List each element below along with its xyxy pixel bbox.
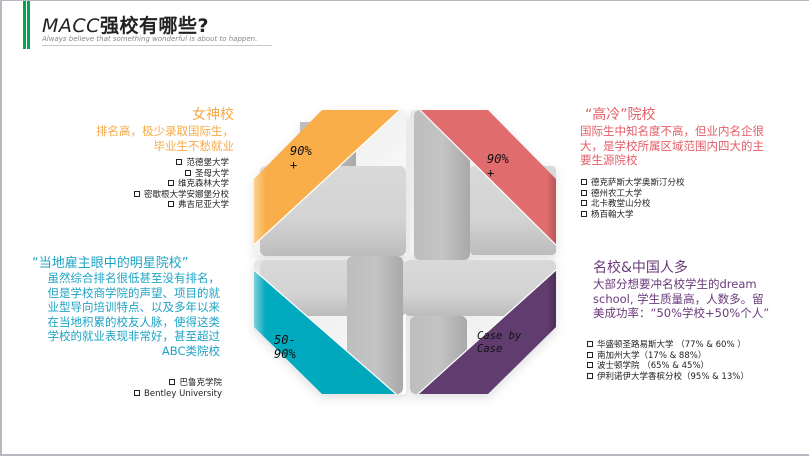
desc-line: 排名高，极少录取国际生， <box>96 124 234 138</box>
desc-line: 国际生中知名度不高，但业内名企很 <box>580 124 764 138</box>
br-heading: 名校&中国人多 <box>593 260 688 276</box>
desc-line: 大部分想要冲名校学生的dream <box>593 277 757 291</box>
school-name: 南加州大学（17% & 88%） <box>597 350 707 361</box>
desc-line: ABC类院校 <box>161 343 220 358</box>
list-item: 德克萨斯大学奥斯汀分校 <box>581 178 781 189</box>
subtitle-divider <box>42 45 272 46</box>
rate-value-line2: Case <box>477 343 503 355</box>
tl-description: 排名高，极少录取国际生， 毕业生不愁就业 <box>62 124 234 153</box>
bl-description: 虽然综合排名很低甚至没有排名， 但是学校商学院的声望、项目的就 业型导向培训特点… <box>22 271 221 358</box>
checkbox-icon <box>581 179 587 185</box>
rate-value: 50- <box>274 333 296 347</box>
list-item: 北卡教堂山分校 <box>581 199 781 210</box>
tl-school-list: 范德堡大学 圣母大学 维克森林大学 密歇根大学安娜堡分校 弗吉尼亚大学 <box>62 158 229 211</box>
list-item: 南加州大学（17% & 88%） <box>587 351 797 362</box>
list-item: 维克森林大学 <box>62 179 229 190</box>
checkbox-icon <box>581 189 587 196</box>
bl-vertical-ribbon <box>347 256 403 394</box>
checkbox-icon <box>133 190 140 197</box>
checkbox-icon <box>169 379 176 385</box>
desc-line: 虽然综合排名很低甚至没有排名， <box>47 271 221 285</box>
tl-heading: 女神校 <box>192 107 234 123</box>
school-name: 伊利诺伊大学香槟分校（95% & 13%） <box>597 371 749 382</box>
school-name: 北卡教堂山分校 <box>591 199 651 209</box>
list-item: 巴鲁克学院 <box>62 378 222 389</box>
ribbon-svg <box>253 109 557 395</box>
school-name: 范德堡大学 <box>186 158 229 168</box>
desc-line: 毕业生不愁就业 <box>153 138 235 153</box>
accent-bar <box>27 1 30 49</box>
checkbox-icon <box>167 201 174 207</box>
school-name: 杨百翰大学 <box>591 209 634 220</box>
bl-school-list: 巴鲁克学院 Bentley University <box>62 378 222 399</box>
title-latin: MACC <box>42 15 100 37</box>
tr-rate-label: 90% + <box>487 152 509 180</box>
checkbox-icon <box>134 389 141 396</box>
school-name: 巴鲁克学院 <box>179 378 222 388</box>
page-title: MACC强校有哪些? <box>42 11 209 38</box>
checkbox-icon <box>587 351 593 358</box>
list-item: 杨百翰大学 <box>581 210 781 221</box>
desc-line: 学校的就业表现非常好，甚至超过 <box>47 329 221 343</box>
school-name: 波士顿学院 （65% & 45%） <box>597 361 710 371</box>
title-cn: 强校有哪些? <box>99 15 209 37</box>
school-name: 德州农工大学 <box>591 188 643 199</box>
school-name: 密歇根大学安娜堡分校 <box>143 189 229 200</box>
octagon-ribbon-graphic: 90% + 90% + 50- 90% Case by Case <box>250 102 560 402</box>
list-item: Bentley University <box>62 389 222 400</box>
checkbox-icon <box>176 159 183 165</box>
tr-school-list: 德克萨斯大学奥斯汀分校 德州农工大学 北卡教堂山分校 杨百翰大学 <box>581 178 781 220</box>
rate-suffix: + <box>487 166 495 180</box>
list-item: 德州农工大学 <box>581 189 781 200</box>
list-item: 伊利诺伊大学香槟分校（95% & 13%） <box>587 372 797 383</box>
school-name: Bentley University <box>144 388 222 399</box>
br-rate-label: Case by Case <box>477 330 521 356</box>
list-item: 弗吉尼亚大学 <box>62 200 229 211</box>
checkbox-icon <box>184 169 191 176</box>
tr-description: 国际生中知名度不高，但业内名企很 大，是学校所属区域范围内四大的主 要生源院校 <box>580 124 780 168</box>
desc-line: 业型导向培训特点、以及多年以来 <box>47 300 221 314</box>
bl-rate-label: 50- 90% <box>274 333 296 361</box>
bl-heading: “当地雇主眼中的明星院校” <box>32 256 189 271</box>
desc-line: 大，是学校所属区域范围内四大的主 <box>580 138 764 153</box>
list-item: 密歇根大学安娜堡分校 <box>62 190 229 201</box>
page-subtitle: Always believe that something wonderful … <box>42 35 258 43</box>
checkbox-icon <box>581 210 587 217</box>
list-item: 圣母大学 <box>62 169 229 180</box>
br-description: 大部分想要冲名校学生的dream school, 学生质量高，人数多。留 美成功… <box>593 277 793 321</box>
checkbox-icon <box>587 372 593 379</box>
checkbox-icon <box>587 341 593 347</box>
rate-value: 90% <box>290 144 312 158</box>
accent-bar <box>23 1 26 49</box>
rate-value-line2: 90% <box>274 347 296 361</box>
desc-line: 在当地积累的校友人脉，使得这类 <box>47 314 221 329</box>
school-name: 维克森林大学 <box>177 179 229 189</box>
br-school-list: 华盛顿圣路易斯大学 （77% & 60% ） 南加州大学（17% & 88%） … <box>587 340 797 382</box>
school-name: 圣母大学 <box>194 168 229 179</box>
school-name: 德克萨斯大学奥斯汀分校 <box>591 178 685 188</box>
tr-vertical-ribbon <box>414 110 470 260</box>
school-name: 弗吉尼亚大学 <box>177 200 229 210</box>
checkbox-icon <box>167 180 174 186</box>
desc-line: 美成功率：“50%学校+50%个人” <box>593 306 770 320</box>
checkbox-icon <box>581 200 587 206</box>
school-name: 华盛顿圣路易斯大学 （77% & 60% ） <box>597 340 746 350</box>
tr-heading: “高冷”院校 <box>585 107 656 123</box>
checkbox-icon <box>587 362 593 368</box>
desc-line: school, 学生质量高，人数多。留 <box>593 291 764 306</box>
rate-value: Case by <box>477 330 522 342</box>
desc-line: 要生源院校 <box>580 153 638 167</box>
list-item: 华盛顿圣路易斯大学 （77% & 60% ） <box>587 340 797 351</box>
list-item: 范德堡大学 <box>62 158 229 169</box>
br-horizontal-ribbon <box>404 260 556 316</box>
rate-value: 90% <box>487 152 509 166</box>
tl-rate-label: 90% + <box>290 144 312 172</box>
list-item: 波士顿学院 （65% & 45%） <box>587 361 797 372</box>
desc-line: 但是学校商学院的声望、项目的就 <box>47 285 221 300</box>
rate-suffix: + <box>290 158 298 172</box>
